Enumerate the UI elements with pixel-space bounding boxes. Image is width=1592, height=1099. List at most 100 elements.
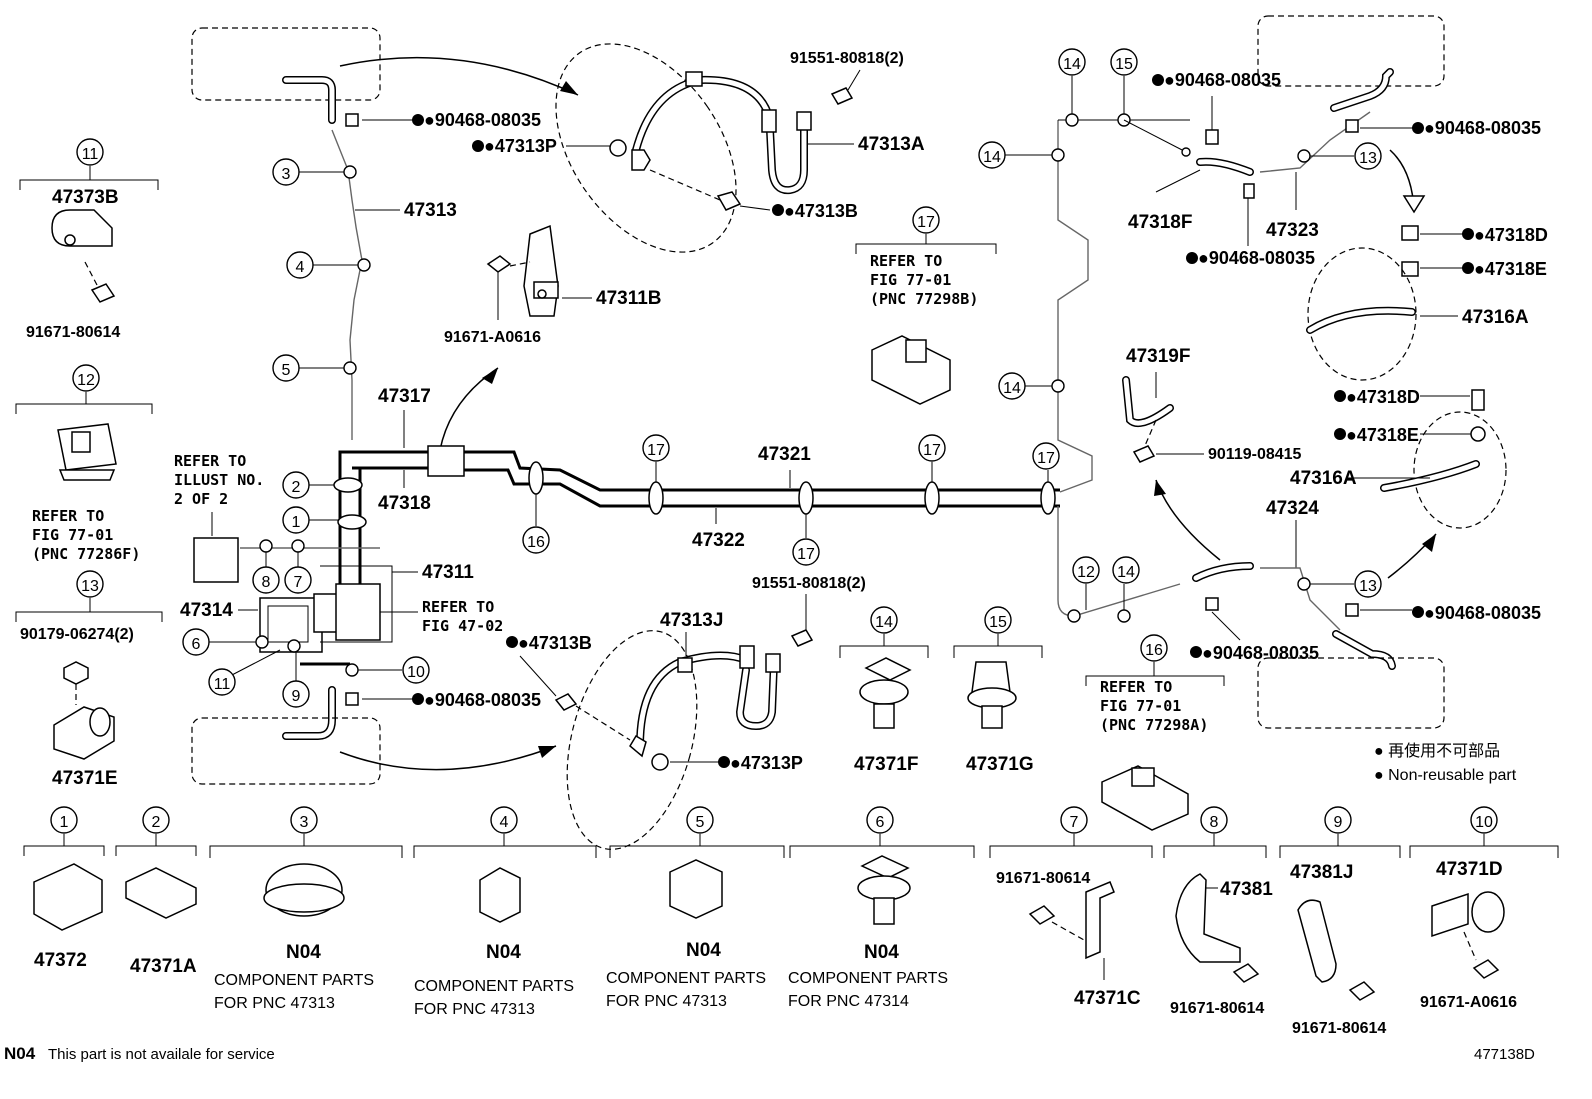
- svg-text:FIG 47-02: FIG 47-02: [422, 617, 503, 635]
- svg-text:47313: 47313: [404, 200, 457, 221]
- svg-text:47314: 47314: [180, 600, 233, 621]
- svg-text:6: 6: [876, 814, 885, 831]
- svg-text:47371D: 47371D: [1436, 859, 1503, 880]
- svg-text:●47318E: ●47318E: [1474, 259, 1547, 279]
- bracket-47381J-shape: [1297, 899, 1337, 983]
- svg-text:●47318E: ●47318E: [1346, 425, 1419, 445]
- detail-ellipse-top: [555, 43, 737, 253]
- svg-text:COMPONENT PARTS: COMPONENT PARTS: [214, 972, 374, 989]
- svg-text:47318F: 47318F: [1128, 212, 1192, 233]
- svg-text:N04: N04: [286, 942, 321, 963]
- legend: ● 再使用不可部品 ● Non-reusable part: [1374, 742, 1517, 784]
- rear-axle-lines: 14 15 14 14 ●90468-08035 ●90468-08035 47…: [978, 15, 1548, 617]
- clamp-47371D-shape: [1431, 892, 1469, 938]
- svg-text:REFER TO: REFER TO: [32, 507, 104, 525]
- rear-right-detail: 47319F 90119-08415 ●47318D ●47318E 47316…: [1067, 346, 1541, 729]
- svg-text:47313J: 47313J: [660, 610, 723, 631]
- detail-13-left: 13 90179-06274(2) 47371E: [15, 570, 163, 789]
- svg-text:8: 8: [262, 574, 271, 591]
- front-left-line: ●90468-08035 3 4 5 47313: [191, 27, 579, 440]
- svg-text:COMPONENT PARTS: COMPONENT PARTS: [606, 970, 766, 987]
- svg-text:(PNC 77298A): (PNC 77298A): [1100, 716, 1208, 734]
- svg-text:47323: 47323: [1266, 220, 1319, 241]
- bolt-icon: [1028, 905, 1056, 925]
- svg-text:47316A: 47316A: [1462, 307, 1529, 328]
- svg-text:FOR PNC 47313: FOR PNC 47313: [606, 993, 727, 1010]
- svg-text:1: 1: [292, 514, 301, 531]
- arrow-to-hose-detail: [339, 56, 579, 96]
- svg-text:FIG 77-01: FIG 77-01: [32, 526, 113, 544]
- svg-text:47319F: 47319F: [1126, 346, 1190, 367]
- svg-text:47381J: 47381J: [1290, 862, 1353, 883]
- svg-text:N04: N04: [486, 942, 521, 963]
- svg-text:ILLUST NO.: ILLUST NO.: [174, 471, 264, 489]
- svg-text:4: 4: [500, 814, 509, 831]
- svg-text:14: 14: [1063, 56, 1081, 73]
- main-rear-lines: 2 1 47317 47318 16 17 17 17 17 47321 473…: [282, 386, 1060, 600]
- detail-16-ref: 16 REFER TO FIG 77-01 (PNC 77298A): [1085, 634, 1225, 831]
- svg-text:47324: 47324: [1266, 498, 1319, 519]
- svg-text:●90468-08035: ●90468-08035: [424, 690, 541, 710]
- svg-text:●90468-08035: ●90468-08035: [424, 110, 541, 130]
- svg-text:47321: 47321: [758, 444, 811, 465]
- svg-text:●47313P: ●47313P: [730, 753, 803, 773]
- bracket-47371C-shape: [1085, 881, 1115, 960]
- svg-text:91671-A0616: 91671-A0616: [444, 329, 541, 346]
- svg-text:17: 17: [923, 442, 941, 459]
- clip-47372-shape: [33, 863, 103, 931]
- hose-detail-top: ●47313B ●47313P 47313A 91551-80818(2): [472, 43, 925, 253]
- bottom-row: 1 47372 2 47371A 3 N04 COMPONENT PARTS F…: [23, 806, 1559, 1037]
- svg-text:14: 14: [983, 149, 1001, 166]
- callout-circle-11: [76, 138, 104, 166]
- bracket-47311B: 91671-A0616 47311B: [439, 224, 662, 451]
- svg-text:8: 8: [1210, 814, 1219, 831]
- svg-text:●90468-08035: ●90468-08035: [1424, 603, 1541, 623]
- svg-text:REFER TO: REFER TO: [174, 452, 246, 470]
- svg-text:●90468-08035: ●90468-08035: [1202, 643, 1319, 663]
- bolt-icon: [1348, 981, 1376, 1001]
- clamp-47373B-shape: [51, 209, 113, 247]
- svg-text:47317: 47317: [378, 386, 431, 407]
- svg-text:2: 2: [292, 479, 301, 496]
- svg-text:COMPONENT PARTS: COMPONENT PARTS: [414, 978, 574, 995]
- bolt-icon: [1232, 963, 1260, 983]
- svg-text:17: 17: [647, 442, 665, 459]
- svg-text:(PNC 77298B): (PNC 77298B): [870, 290, 978, 308]
- detail-12: 12 REFER TO FIG 77-01 (PNC 77286F): [15, 364, 153, 563]
- svg-text:3: 3: [300, 814, 309, 831]
- svg-text:COMPONENT PARTS: COMPONENT PARTS: [788, 970, 948, 987]
- svg-text:1: 1: [60, 814, 69, 831]
- svg-text:●47313B: ●47313B: [784, 201, 858, 221]
- svg-text:11: 11: [214, 676, 231, 693]
- detail-11: 11 47373B 91671-80614: [19, 138, 159, 341]
- svg-text:47311B: 47311B: [596, 288, 662, 309]
- svg-text:91671-A0616: 91671-A0616: [1420, 994, 1517, 1011]
- actuator-47311: [335, 583, 381, 641]
- svg-text:10: 10: [407, 664, 425, 681]
- svg-text:47372: 47372: [34, 950, 87, 971]
- svg-text:15: 15: [1115, 56, 1133, 73]
- svg-text:REFER TO: REFER TO: [422, 598, 494, 616]
- svg-text:FOR PNC 47313: FOR PNC 47313: [214, 995, 335, 1012]
- svg-text:● Non-reusable part: ● Non-reusable part: [1374, 767, 1517, 784]
- svg-text:14: 14: [1117, 564, 1135, 581]
- svg-text:47311: 47311: [422, 562, 474, 583]
- svg-text:N04: N04: [686, 940, 721, 961]
- clip-77298A-shape: [1101, 765, 1189, 831]
- svg-text:90179-06274(2): 90179-06274(2): [20, 626, 134, 643]
- svg-text:47371E: 47371E: [52, 768, 118, 789]
- svg-text:14: 14: [875, 614, 893, 631]
- svg-text:N04: N04: [864, 942, 899, 963]
- svg-text:FOR PNC 47313: FOR PNC 47313: [414, 1001, 535, 1018]
- svg-text:●47318D: ●47318D: [1346, 387, 1420, 407]
- svg-text:13: 13: [1359, 150, 1377, 167]
- clip-shape: [873, 897, 895, 925]
- clip-47371A-shape: [125, 867, 197, 919]
- brake-tube-47322: [464, 468, 1060, 508]
- nut-icon: [63, 661, 89, 685]
- actuator-area: REFER TO ILLUST NO. 2 OF 2 8 7 47311 REF…: [174, 452, 503, 708]
- svg-text:47322: 47322: [692, 530, 745, 551]
- svg-text:N04: N04: [4, 1044, 36, 1063]
- svg-text:This part is not availale for: This part is not availale for service: [48, 1046, 275, 1063]
